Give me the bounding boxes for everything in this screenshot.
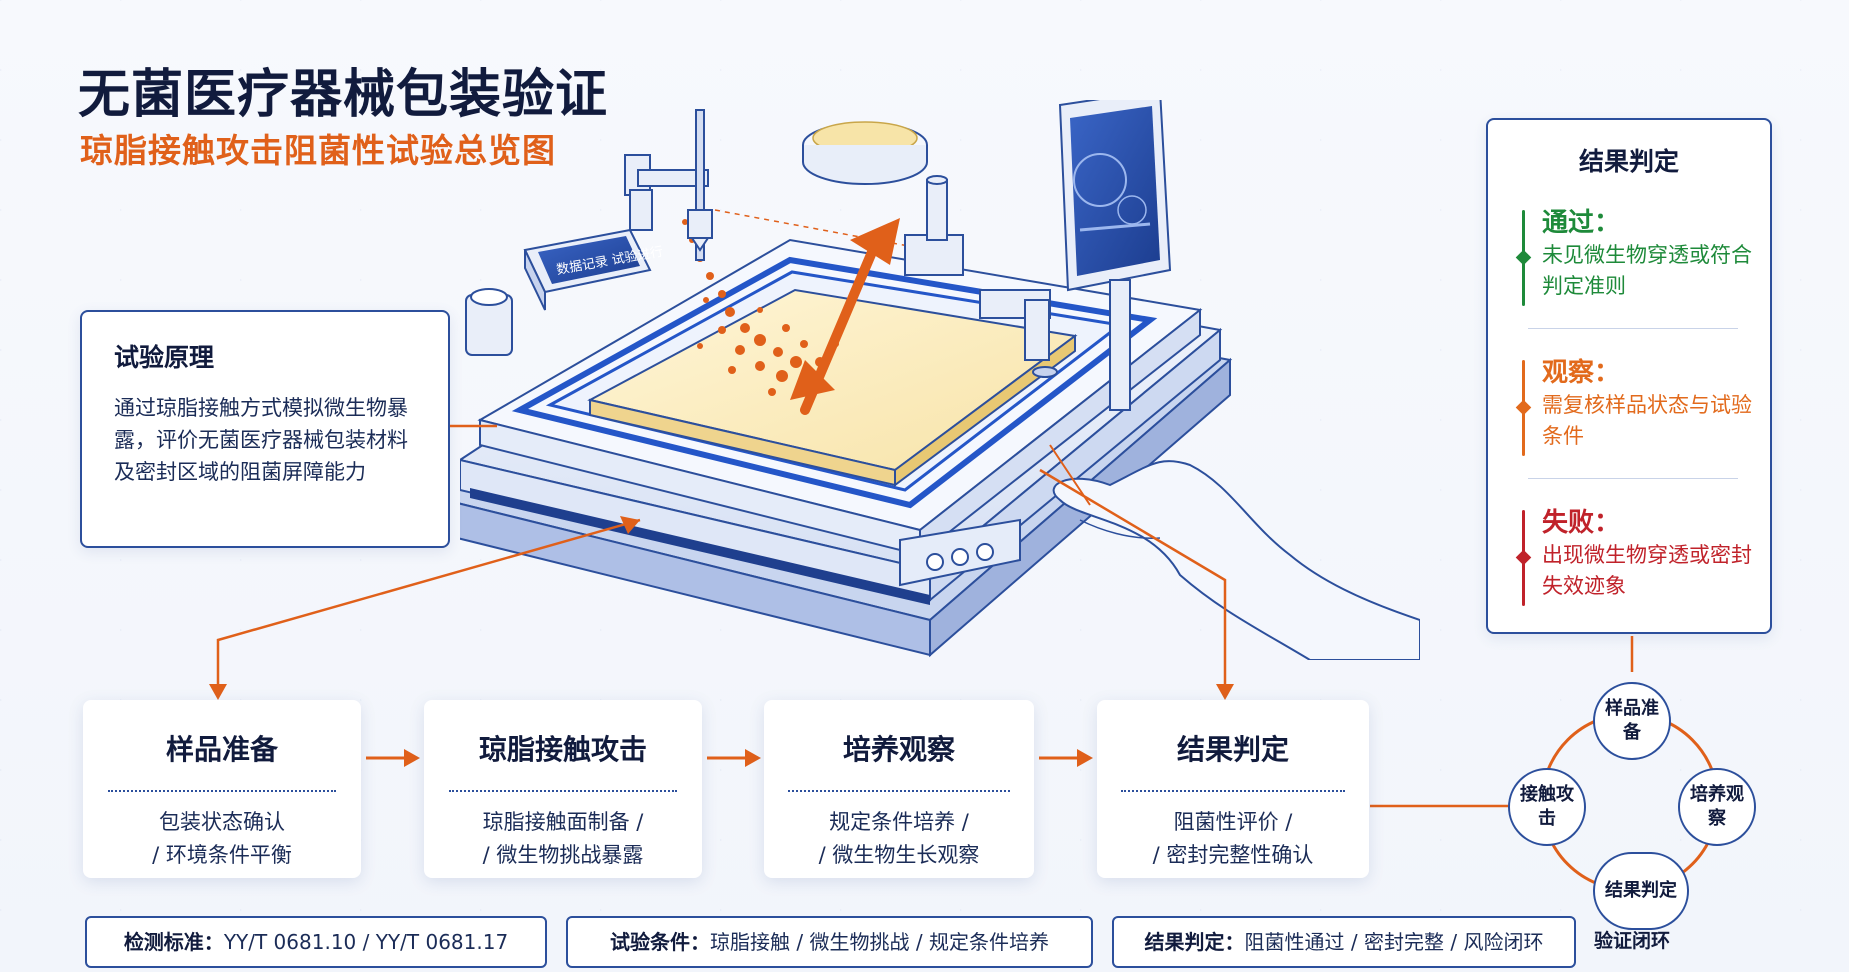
cycle-node-result: 结果判定 <box>1593 852 1689 930</box>
process-step-desc: / 微生物挑战暴露 <box>482 843 644 867</box>
result-panel-title: 结果判定 <box>1578 147 1679 176</box>
process-step-desc: / 微生物生长观察 <box>818 843 980 867</box>
process-step-3: 培养观察 规定条件培养 / / 微生物生长观察 <box>764 700 1034 878</box>
arrow-right-icon <box>1039 749 1093 767</box>
clamp-post <box>904 175 964 276</box>
process-step-desc: 琼脂接触面制备 / <box>482 810 644 834</box>
cycle-node-culture: 培养观察 <box>1678 768 1756 846</box>
principle-text: 通过琼脂接触方式模拟微生物暴露，评价无菌医疗器械包装材料及密封区域的阻菌屏障能力 <box>114 396 408 484</box>
status-sign: 数据记录 试验进行 <box>523 228 664 311</box>
cycle-node-label: 样品准备 <box>1605 698 1659 743</box>
process-divider <box>788 790 1010 792</box>
cycle-label: 验证闭环 <box>1594 930 1671 952</box>
process-step-desc: / 密封完整性确认 <box>1152 843 1314 867</box>
conditions-label: 试验条件： <box>610 930 711 954</box>
principle-title: 试验原理 <box>114 343 215 372</box>
fail-label: 失败： <box>1542 508 1621 538</box>
process-divider <box>108 790 336 792</box>
conditions-value: 琼脂接触 / 微生物挑战 / 规定条件培养 <box>710 930 1049 954</box>
monitor <box>979 100 1172 411</box>
conditions-bar: 试验条件：琼脂接触 / 微生物挑战 / 规定条件培养 <box>566 916 1093 968</box>
cycle-node-contact-attack: 接触攻击 <box>1508 768 1586 846</box>
standard-bar: 检测标准：YY/T 0681.10 / YY/T 0681.17 <box>85 916 547 968</box>
process-step-desc: 规定条件培养 / <box>829 810 969 834</box>
process-step-title: 样品准备 <box>165 733 278 766</box>
pass-desc: 未见微生物穿透或符合判定准则 <box>1542 243 1752 298</box>
gloved-hand <box>1052 460 1420 660</box>
principle-card: 试验原理 通过琼脂接触方式模拟微生物暴露，评价无菌医疗器械包装材料及密封区域的阻… <box>80 310 450 548</box>
observe-label: 观察： <box>1542 358 1621 388</box>
process-step-4: 结果判定 阻菌性评价 / / 密封完整性确认 <box>1097 700 1369 878</box>
result-panel: 结果判定 通过： 未见微生物穿透或符合判定准则 观察： 需复核样品状态与试验条件… <box>1486 118 1772 634</box>
challenge-arrow <box>790 218 900 415</box>
probe-assembly <box>624 109 713 261</box>
sample-cup <box>465 288 513 356</box>
fail-desc: 出现微生物穿透或密封失效迹象 <box>1542 543 1752 598</box>
result-pass: 通过： 未见微生物穿透或符合判定准则 <box>1515 206 1752 306</box>
pass-label: 通过： <box>1542 208 1621 238</box>
cycle-node-label: 接触攻击 <box>1520 784 1574 829</box>
process-step-desc: / 环境条件平衡 <box>152 843 292 867</box>
page-subtitle: 琼脂接触攻击阻菌性试验总览图 <box>80 131 556 170</box>
process-step-desc: 包装状态确认 <box>159 810 285 834</box>
process-step-1: 样品准备 包装状态确认 / 环境条件平衡 <box>83 700 361 878</box>
petri-dish <box>802 121 928 185</box>
result-fail: 失败： 出现微生物穿透或密封失效迹象 <box>1515 506 1752 606</box>
cycle-node-label: 结果判定 <box>1605 880 1677 901</box>
standard-label: 检测标准： <box>123 930 224 954</box>
control-panel <box>899 518 1021 587</box>
process-step-2: 琼脂接触攻击 琼脂接触面制备 / / 微生物挑战暴露 <box>424 700 702 878</box>
arrow-right-icon <box>366 749 420 767</box>
cycle-node-label: 培养观察 <box>1690 784 1744 829</box>
judgement-label: 结果判定： <box>1144 930 1245 954</box>
process-step-desc: 阻菌性评价 / <box>1173 810 1293 834</box>
arrow-right-icon <box>707 749 761 767</box>
standard-value: YY/T 0681.10 / YY/T 0681.17 <box>223 930 509 954</box>
judgement-bar: 结果判定：阻菌性通过 / 密封完整 / 风险闭环 <box>1112 916 1576 968</box>
result-divider <box>1528 328 1738 329</box>
judgement-value: 阻菌性通过 / 密封完整 / 风险闭环 <box>1244 930 1544 954</box>
cycle-node-sample-prep: 样品准备 <box>1593 682 1671 760</box>
test-apparatus-illustration: 数据记录 试验进行 <box>460 100 1420 660</box>
process-divider <box>1121 790 1345 792</box>
page-title: 无菌医疗器械包装验证 <box>78 65 609 125</box>
process-step-title: 培养观察 <box>842 733 955 766</box>
process-step-title: 琼脂接触攻击 <box>478 733 647 766</box>
result-observe: 观察： 需复核样品状态与试验条件 <box>1515 356 1752 456</box>
process-step-title: 结果判定 <box>1176 733 1289 766</box>
result-divider <box>1528 478 1738 479</box>
observe-desc: 需复核样品状态与试验条件 <box>1542 393 1752 448</box>
process-divider <box>449 790 677 792</box>
